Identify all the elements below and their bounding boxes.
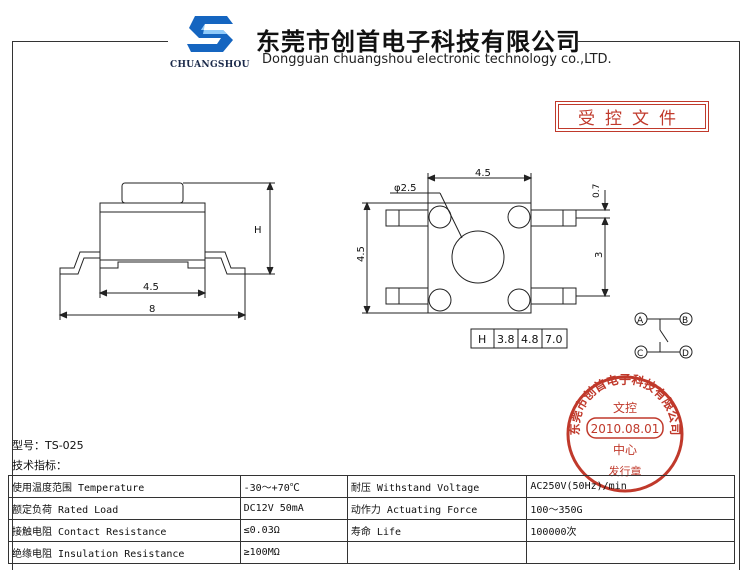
top-dim-pitch: 3	[594, 252, 605, 258]
spec-name: 接触电阻 Contact Resistance	[8, 519, 241, 542]
pin-c: C	[637, 349, 643, 359]
spec-name: 耐压 Withstand Voltage	[346, 475, 528, 498]
spec-value: ≥100MΩ	[239, 541, 348, 564]
spec-name: 绝缘电阻 Insulation Resistance	[8, 541, 241, 564]
switch-schematic	[634, 312, 693, 359]
brand-name: CHUANGSHOU	[170, 60, 250, 70]
side-dim-total: 8	[149, 304, 155, 315]
top-dim-pin-width: 0.7	[592, 184, 602, 198]
top-dim-width: 4.5	[475, 168, 491, 179]
height-table-label: H	[478, 333, 486, 346]
seal-date: 2010.08.01	[591, 422, 660, 436]
spec-name: 额定负荷 Rated Load	[8, 497, 241, 520]
technical-drawing: H 4.5 8	[58, 168, 693, 359]
spec-value: -30～+70℃	[239, 475, 348, 498]
frame-gap	[168, 38, 578, 44]
top-view	[362, 173, 610, 315]
company-name-en: Dongguan chuangshou electronic technolog…	[262, 52, 612, 67]
spec-table: 使用温度范围 Temperature -30～+70℃ 耐压 Withstand…	[8, 475, 735, 564]
control-label: 受控文件	[558, 104, 706, 129]
model-line: 型号：TS-025	[12, 439, 84, 452]
height-value-1: 3.8	[497, 333, 515, 346]
spec-value: ≤0.03Ω	[239, 519, 348, 542]
company-seal: 东莞市创首电子科技有限公司 文控 2010.08.01 中心 发行章	[566, 374, 684, 493]
table-row: 绝缘电阻 Insulation Resistance ≥100MΩ	[8, 541, 735, 564]
company-name-cn: 东莞市创首电子科技有限公司	[256, 27, 581, 56]
spec-value: AC250V(50Hz)/min	[526, 475, 735, 498]
table-row: 额定负荷 Rated Load DC12V 50mA 动作力 Actuating…	[8, 497, 735, 520]
height-value-3: 7.0	[545, 333, 563, 346]
top-dim-height: 4.5	[356, 246, 367, 262]
seal-center-title: 文控	[613, 400, 637, 415]
table-row: 使用温度范围 Temperature -30～+70℃ 耐压 Withstand…	[8, 475, 735, 498]
spec-name: 使用温度范围 Temperature	[8, 475, 241, 498]
spec-name: 寿命 Life	[346, 519, 528, 542]
spec-value: 100～350G	[526, 497, 735, 520]
spec-value: DC12V 50mA	[239, 497, 348, 520]
spec-value: 100000次	[526, 519, 735, 542]
pin-a: A	[637, 316, 644, 326]
table-row: 接触电阻 Contact Resistance ≤0.03Ω 寿命 Life 1…	[8, 519, 735, 542]
side-dim-inner: 4.5	[143, 282, 159, 293]
spec-value	[526, 541, 735, 564]
pin-b: B	[682, 316, 688, 326]
top-dim-hole: φ2.5	[394, 183, 417, 194]
spec-title: 技术指标：	[12, 459, 67, 472]
pin-d: D	[682, 349, 689, 359]
side-view	[58, 181, 275, 320]
seal-center-label: 中心	[613, 442, 637, 457]
spec-name	[346, 541, 528, 564]
side-dim-h: H	[254, 225, 262, 236]
height-value-2: 4.8	[521, 333, 539, 346]
spec-name: 动作力 Actuating Force	[346, 497, 528, 520]
height-table	[470, 328, 568, 349]
company-logo-icon	[187, 16, 233, 52]
seal-bottom-text: 发行章	[609, 464, 642, 478]
control-label-outer	[555, 101, 709, 132]
